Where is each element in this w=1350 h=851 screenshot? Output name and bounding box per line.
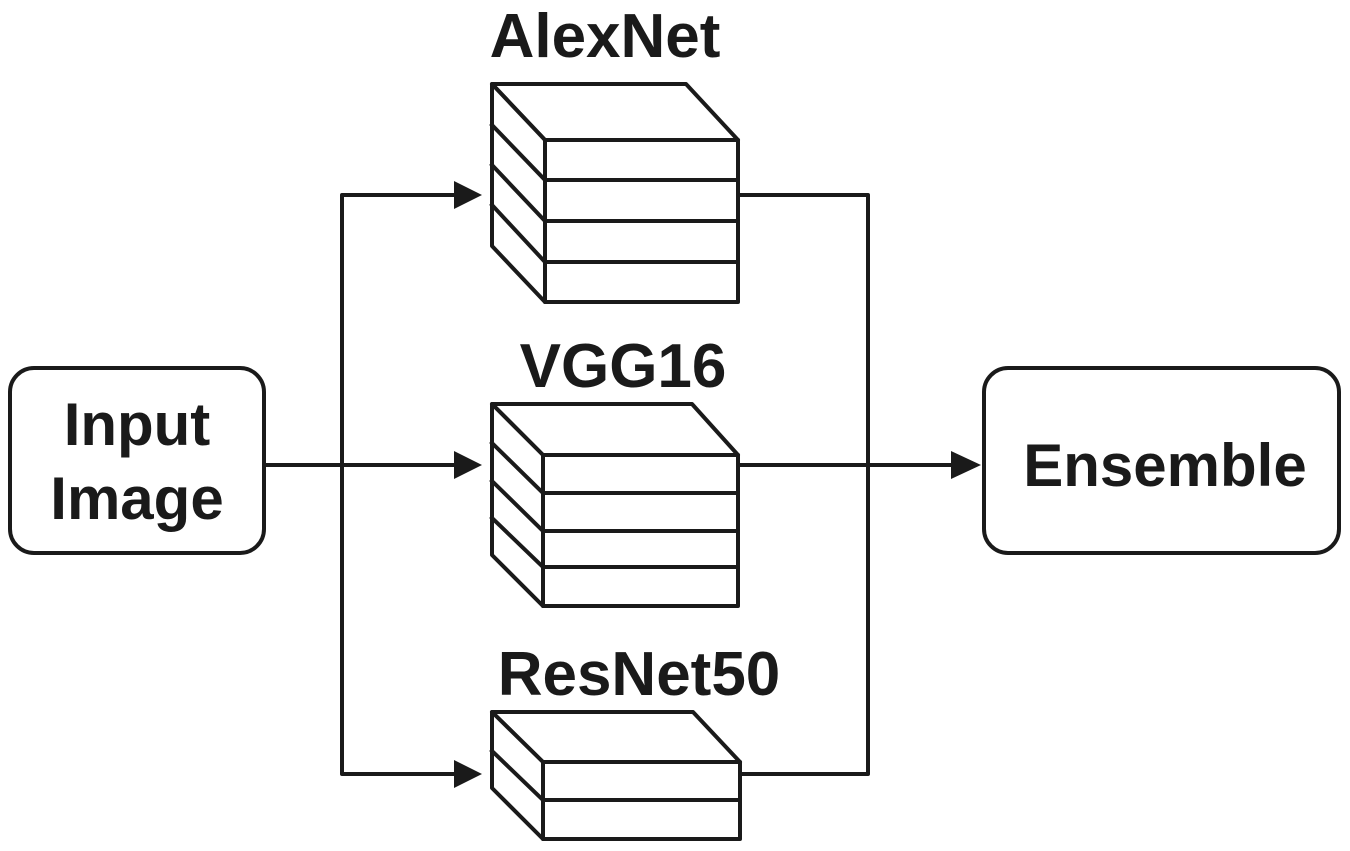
- ensemble-label: Ensemble: [1023, 432, 1306, 499]
- input-image-box: [8, 366, 266, 555]
- vgg16-block: VGG16: [489, 332, 740, 608]
- vgg16-side-divider: [489, 515, 546, 570]
- alexnet-side-divider: [489, 162, 548, 224]
- input-image-label-line2: Image: [50, 465, 223, 532]
- arrowhead-to-ensemble: [951, 451, 981, 479]
- arrowhead-to-alexnet: [454, 181, 482, 209]
- resnet50-label: ResNet50: [498, 640, 781, 709]
- alexnet-label: AlexNet: [490, 2, 721, 71]
- connectors: [262, 181, 981, 788]
- arrowhead-to-vgg16: [454, 451, 482, 479]
- alexnet-side-divider: [489, 122, 548, 183]
- input-image-node: Input Image: [8, 366, 266, 555]
- vgg16-label: VGG16: [520, 332, 727, 401]
- input-image-label-line1: Input: [64, 391, 211, 458]
- edge-merge-bus: [736, 193, 870, 776]
- alexnet-side-divider: [489, 202, 548, 265]
- ensemble-box: [982, 366, 1341, 555]
- vgg16-side-divider: [489, 478, 546, 534]
- resnet50-block: ResNet50: [489, 640, 781, 841]
- edge-input-split-bus: [340, 193, 457, 776]
- resnet50-side-divider: [489, 748, 546, 803]
- alexnet-block: AlexNet: [489, 2, 740, 304]
- vgg16-side-divider: [489, 440, 546, 496]
- arrowhead-to-resnet50: [454, 760, 482, 788]
- ensemble-node: Ensemble: [982, 366, 1341, 555]
